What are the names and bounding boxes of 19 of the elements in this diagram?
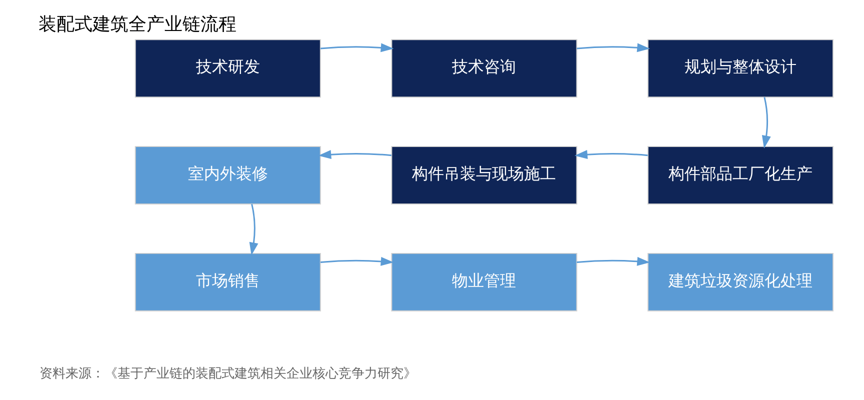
arrow bbox=[576, 43, 650, 52]
diagram-title: 装配式建筑全产业链流程 bbox=[38, 14, 236, 36]
arrow bbox=[576, 256, 650, 266]
node-box: 物业管理 bbox=[391, 252, 578, 312]
node-box: 建筑垃圾资源化处理 bbox=[648, 252, 834, 312]
caption: 资料来源：《基于产业链的装配式建筑相关企业核心竞争力研究》 bbox=[39, 366, 416, 382]
arrow bbox=[762, 97, 771, 149]
node-box: 规划与整体设计 bbox=[648, 39, 834, 98]
node-box: 构件部品工厂化生产 bbox=[648, 146, 834, 204]
arrow bbox=[320, 43, 394, 52]
arrow bbox=[320, 256, 394, 266]
arrow bbox=[249, 204, 258, 256]
node-box: 室内外装修 bbox=[134, 146, 321, 204]
arrow bbox=[318, 150, 392, 160]
arrow bbox=[574, 150, 648, 160]
node-box: 构件吊装与现场施工 bbox=[391, 146, 578, 204]
node-box: 市场销售 bbox=[134, 252, 321, 312]
node-box: 技术研发 bbox=[134, 39, 321, 98]
node-box: 技术咨询 bbox=[391, 39, 578, 98]
